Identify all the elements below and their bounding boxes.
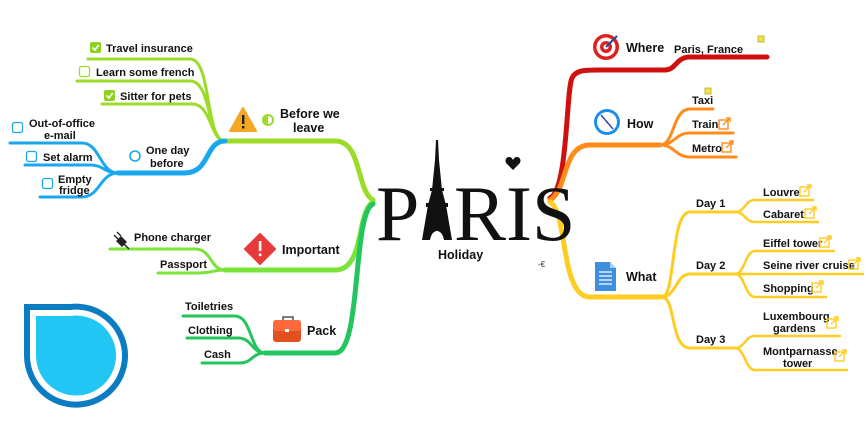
task-travel-insurance[interactable]: Travel insurance xyxy=(106,43,193,55)
topic-label-line: Before we xyxy=(280,107,340,121)
checkbox-unchecked[interactable] xyxy=(25,150,38,163)
task-empty-fridge[interactable]: Empty fridge xyxy=(58,174,93,197)
item-label-line: gardens xyxy=(773,323,816,335)
topic-pack[interactable]: Pack xyxy=(273,316,336,342)
external-link-icon[interactable] xyxy=(718,117,731,130)
document-icon xyxy=(595,262,616,291)
item-seine-river-cruise[interactable]: Seine river cruise xyxy=(763,260,855,272)
topic-label: Pack xyxy=(307,324,336,338)
item-luxembourg-gardens[interactable]: Luxembourg gardens xyxy=(763,311,830,335)
item-passport[interactable]: Passport xyxy=(160,259,207,271)
progress-circle-icon xyxy=(129,150,141,162)
topic-what[interactable]: What xyxy=(595,262,657,291)
topic-important[interactable]: Important xyxy=(244,233,340,265)
eiffel-tower-icon xyxy=(422,140,452,240)
item-louvre[interactable]: Louvre xyxy=(763,187,800,199)
checkbox-checked[interactable] xyxy=(103,89,116,102)
item-montparnasse-tower[interactable]: Montparnasse tower xyxy=(763,346,838,370)
warning-icon xyxy=(229,107,257,132)
task-out-of-office[interactable]: Out-of-office e-mail xyxy=(29,118,95,142)
branch-where xyxy=(547,54,770,201)
central-topic[interactable]: P RIS Holiday -€ xyxy=(376,140,575,269)
compass-icon xyxy=(594,109,620,135)
checkbox-unchecked[interactable] xyxy=(11,121,24,134)
item-phone-charger[interactable]: Phone charger xyxy=(134,232,212,244)
branch-what xyxy=(547,198,865,372)
center-subtitle: Holiday xyxy=(438,248,483,262)
branch-how xyxy=(547,107,738,203)
external-link-icon[interactable] xyxy=(799,184,812,197)
topic-label-line: leave xyxy=(293,121,324,135)
branch-pack xyxy=(181,201,376,365)
subtopic-taxi[interactable]: Taxi xyxy=(692,95,713,107)
center-title-p: P xyxy=(376,170,419,257)
subtopic-paris-france[interactable]: Paris, France xyxy=(674,44,743,56)
item-clothing[interactable]: Clothing xyxy=(188,325,233,337)
topic-label: Important xyxy=(282,243,340,257)
label-line: One day xyxy=(146,145,190,157)
item-toiletries[interactable]: Toiletries xyxy=(185,301,233,313)
branch-before-we-leave xyxy=(75,57,376,203)
external-link-icon[interactable] xyxy=(721,140,734,153)
heart-icon xyxy=(505,157,521,170)
task-sitter-for-pets[interactable]: Sitter for pets xyxy=(120,91,192,103)
label-line: Empty xyxy=(58,174,93,186)
item-cabaret[interactable]: Cabaret xyxy=(763,209,804,221)
subtopic-train[interactable]: Train xyxy=(692,119,719,131)
topic-before-we-leave[interactable]: Before we leave xyxy=(229,107,340,135)
exclamation-diamond-icon xyxy=(244,233,276,265)
item-label-line: Montparnasse xyxy=(763,346,838,358)
topic-how[interactable]: How xyxy=(594,109,654,135)
topic-where[interactable]: Where xyxy=(593,34,664,60)
task-learn-french[interactable]: Learn some french xyxy=(96,67,195,79)
half-progress-icon xyxy=(262,114,274,126)
label-line: fridge xyxy=(59,185,90,197)
checkbox-unchecked[interactable] xyxy=(78,65,91,78)
item-shopping[interactable]: Shopping xyxy=(763,283,814,295)
briefcase-icon xyxy=(273,316,301,342)
topic-label: Where xyxy=(626,41,664,55)
target-icon xyxy=(593,34,619,60)
item-cash[interactable]: Cash xyxy=(204,349,231,361)
topic-label: How xyxy=(627,117,654,131)
item-eiffel-tower[interactable]: Eiffel tower xyxy=(763,238,823,250)
item-label-line: Luxembourg xyxy=(763,311,830,323)
label-line: e-mail xyxy=(44,130,76,142)
label-line: Out-of-office xyxy=(29,118,95,130)
currency-marker: -€ xyxy=(538,260,546,269)
checkbox-unchecked[interactable] xyxy=(41,177,54,190)
label-line: before xyxy=(150,158,184,170)
subtopic-day-2[interactable]: Day 2 xyxy=(696,260,725,272)
checkbox-checked[interactable] xyxy=(89,41,102,54)
note-icon[interactable] xyxy=(704,87,712,95)
branch-one-day-before xyxy=(8,138,228,199)
note-icon[interactable] xyxy=(757,35,765,43)
topic-label: What xyxy=(626,270,657,284)
external-link-icon[interactable] xyxy=(804,206,817,219)
subtopic-metro[interactable]: Metro xyxy=(692,143,722,155)
app-logo-icon xyxy=(24,303,128,408)
task-set-alarm[interactable]: Set alarm xyxy=(43,152,93,164)
subtopic-day-1[interactable]: Day 1 xyxy=(696,198,725,210)
subtopic-day-3[interactable]: Day 3 xyxy=(696,334,725,346)
item-label-line: tower xyxy=(783,358,813,370)
center-title-ris: RIS xyxy=(454,170,575,257)
plug-icon xyxy=(113,231,130,250)
subtopic-one-day-before[interactable]: One day before xyxy=(129,145,190,170)
